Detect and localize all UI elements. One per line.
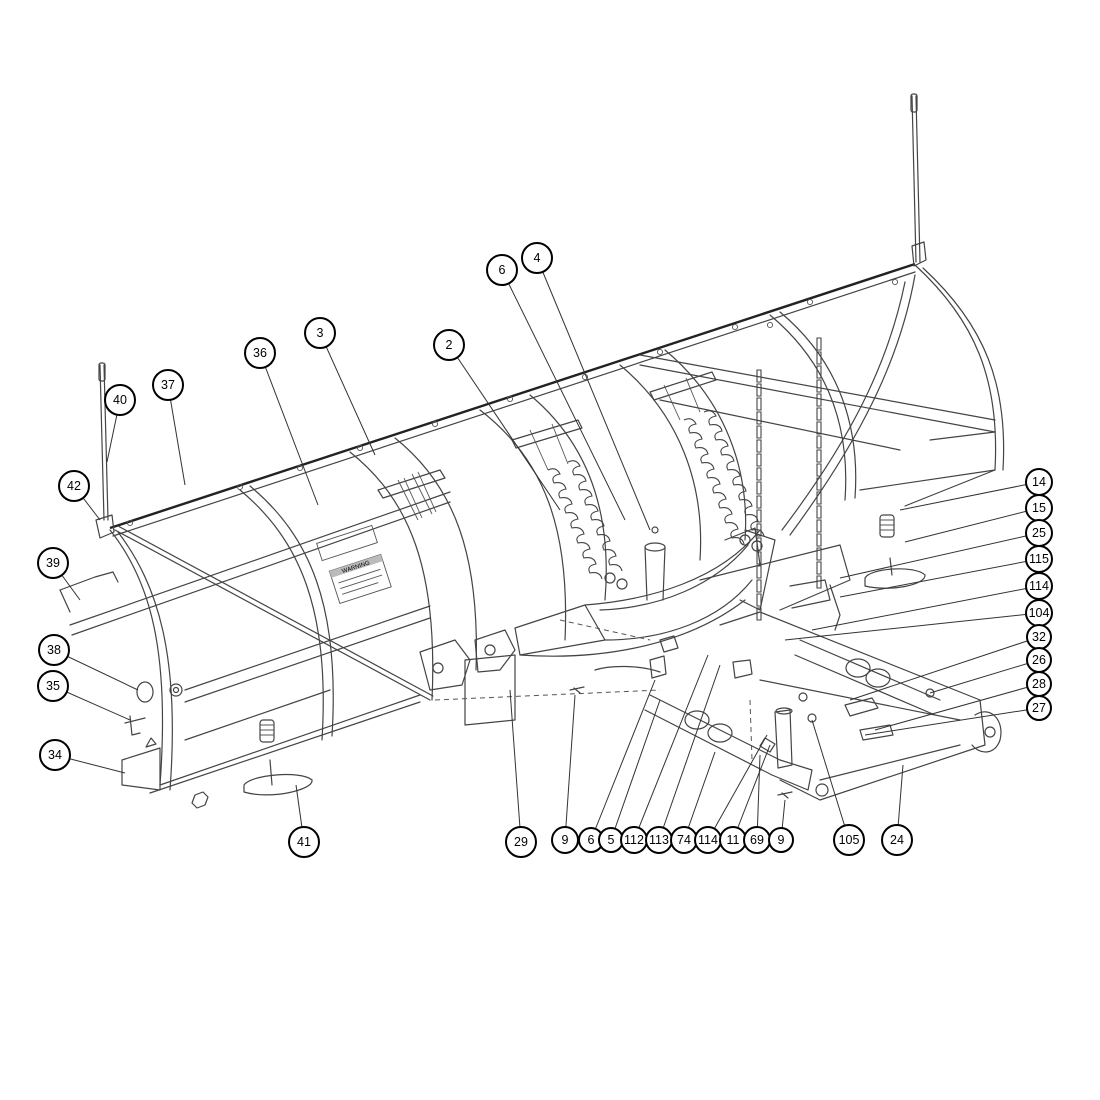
callout-69: 69 [743,826,771,854]
svg-text:15: 15 [1032,501,1046,515]
callout-41: 41 [288,826,320,858]
svg-text:69: 69 [750,833,764,847]
svg-text:3: 3 [317,326,324,340]
logo-decal [316,524,378,562]
svg-text:6: 6 [588,833,595,847]
push-frame [644,611,1002,801]
svg-text:42: 42 [67,479,81,493]
svg-text:9: 9 [778,833,785,847]
svg-text:14: 14 [1032,475,1046,489]
svg-text:41: 41 [297,835,311,849]
svg-text:4: 4 [534,251,541,265]
callout-38: 38 [38,634,70,666]
svg-text:112: 112 [624,833,644,847]
leader-lines [52,257,1040,843]
svg-text:25: 25 [1032,526,1046,540]
callout-37: 37 [152,369,184,401]
callout-29: 29 [505,826,537,858]
callout-113: 113 [645,826,673,854]
callout-74: 74 [670,826,698,854]
svg-text:36: 36 [253,346,267,360]
callout-36: 36 [244,337,276,369]
callout-9-left: 9 [551,826,579,854]
callout-24: 24 [881,824,913,856]
callout-42: 42 [58,470,90,502]
callout-26: 26 [1026,647,1052,673]
callout-25: 25 [1025,519,1053,547]
callouts: 6 4 3 2 36 37 40 42 39 38 35 34 41 29 9 … [37,242,1053,858]
svg-text:5: 5 [608,833,615,847]
callout-114-bottom: 114 [694,826,722,854]
callout-104: 104 [1025,599,1053,627]
svg-text:27: 27 [1032,701,1046,715]
svg-text:26: 26 [1032,653,1046,667]
callout-112: 112 [620,826,648,854]
svg-text:34: 34 [48,748,62,762]
trip-springs [377,371,765,590]
callout-15: 15 [1025,494,1053,522]
svg-text:115: 115 [1029,552,1049,566]
callout-27: 27 [1026,695,1052,721]
callout-105: 105 [833,824,865,856]
svg-text:40: 40 [113,393,127,407]
callout-34: 34 [39,739,71,771]
svg-text:105: 105 [839,833,860,847]
svg-text:11: 11 [727,833,740,847]
callout-115: 115 [1025,545,1053,573]
callout-114-right: 114 [1025,572,1053,600]
svg-text:9: 9 [562,833,569,847]
a-frame [419,526,851,726]
callout-3: 3 [304,317,336,349]
svg-text:32: 32 [1032,630,1046,644]
svg-text:74: 74 [677,833,691,847]
callout-9-right: 9 [768,827,794,853]
callout-32: 32 [1026,624,1052,650]
svg-text:2: 2 [446,338,453,352]
marker-rods [95,93,927,539]
svg-text:37: 37 [161,378,175,392]
svg-text:104: 104 [1029,606,1050,620]
svg-text:114: 114 [1029,579,1049,593]
svg-text:29: 29 [514,835,528,849]
svg-text:6: 6 [499,263,506,277]
callout-35: 35 [37,670,69,702]
svg-text:24: 24 [890,833,904,847]
callout-11: 11 [719,826,747,854]
callout-39: 39 [37,547,69,579]
callout-5: 5 [598,827,624,853]
svg-text:38: 38 [47,643,61,657]
callout-4: 4 [521,242,553,274]
callout-6-top: 6 [486,254,518,286]
svg-text:114: 114 [698,833,718,847]
callout-14: 14 [1025,468,1053,496]
svg-text:35: 35 [46,679,60,693]
callout-28: 28 [1026,671,1052,697]
callout-2: 2 [433,329,465,361]
callout-40: 40 [104,384,136,416]
svg-text:39: 39 [46,556,60,570]
warning-decal: WARNING [328,553,392,605]
svg-text:113: 113 [649,833,669,847]
svg-text:28: 28 [1032,677,1046,691]
moldboard: WARNING [59,262,1005,809]
